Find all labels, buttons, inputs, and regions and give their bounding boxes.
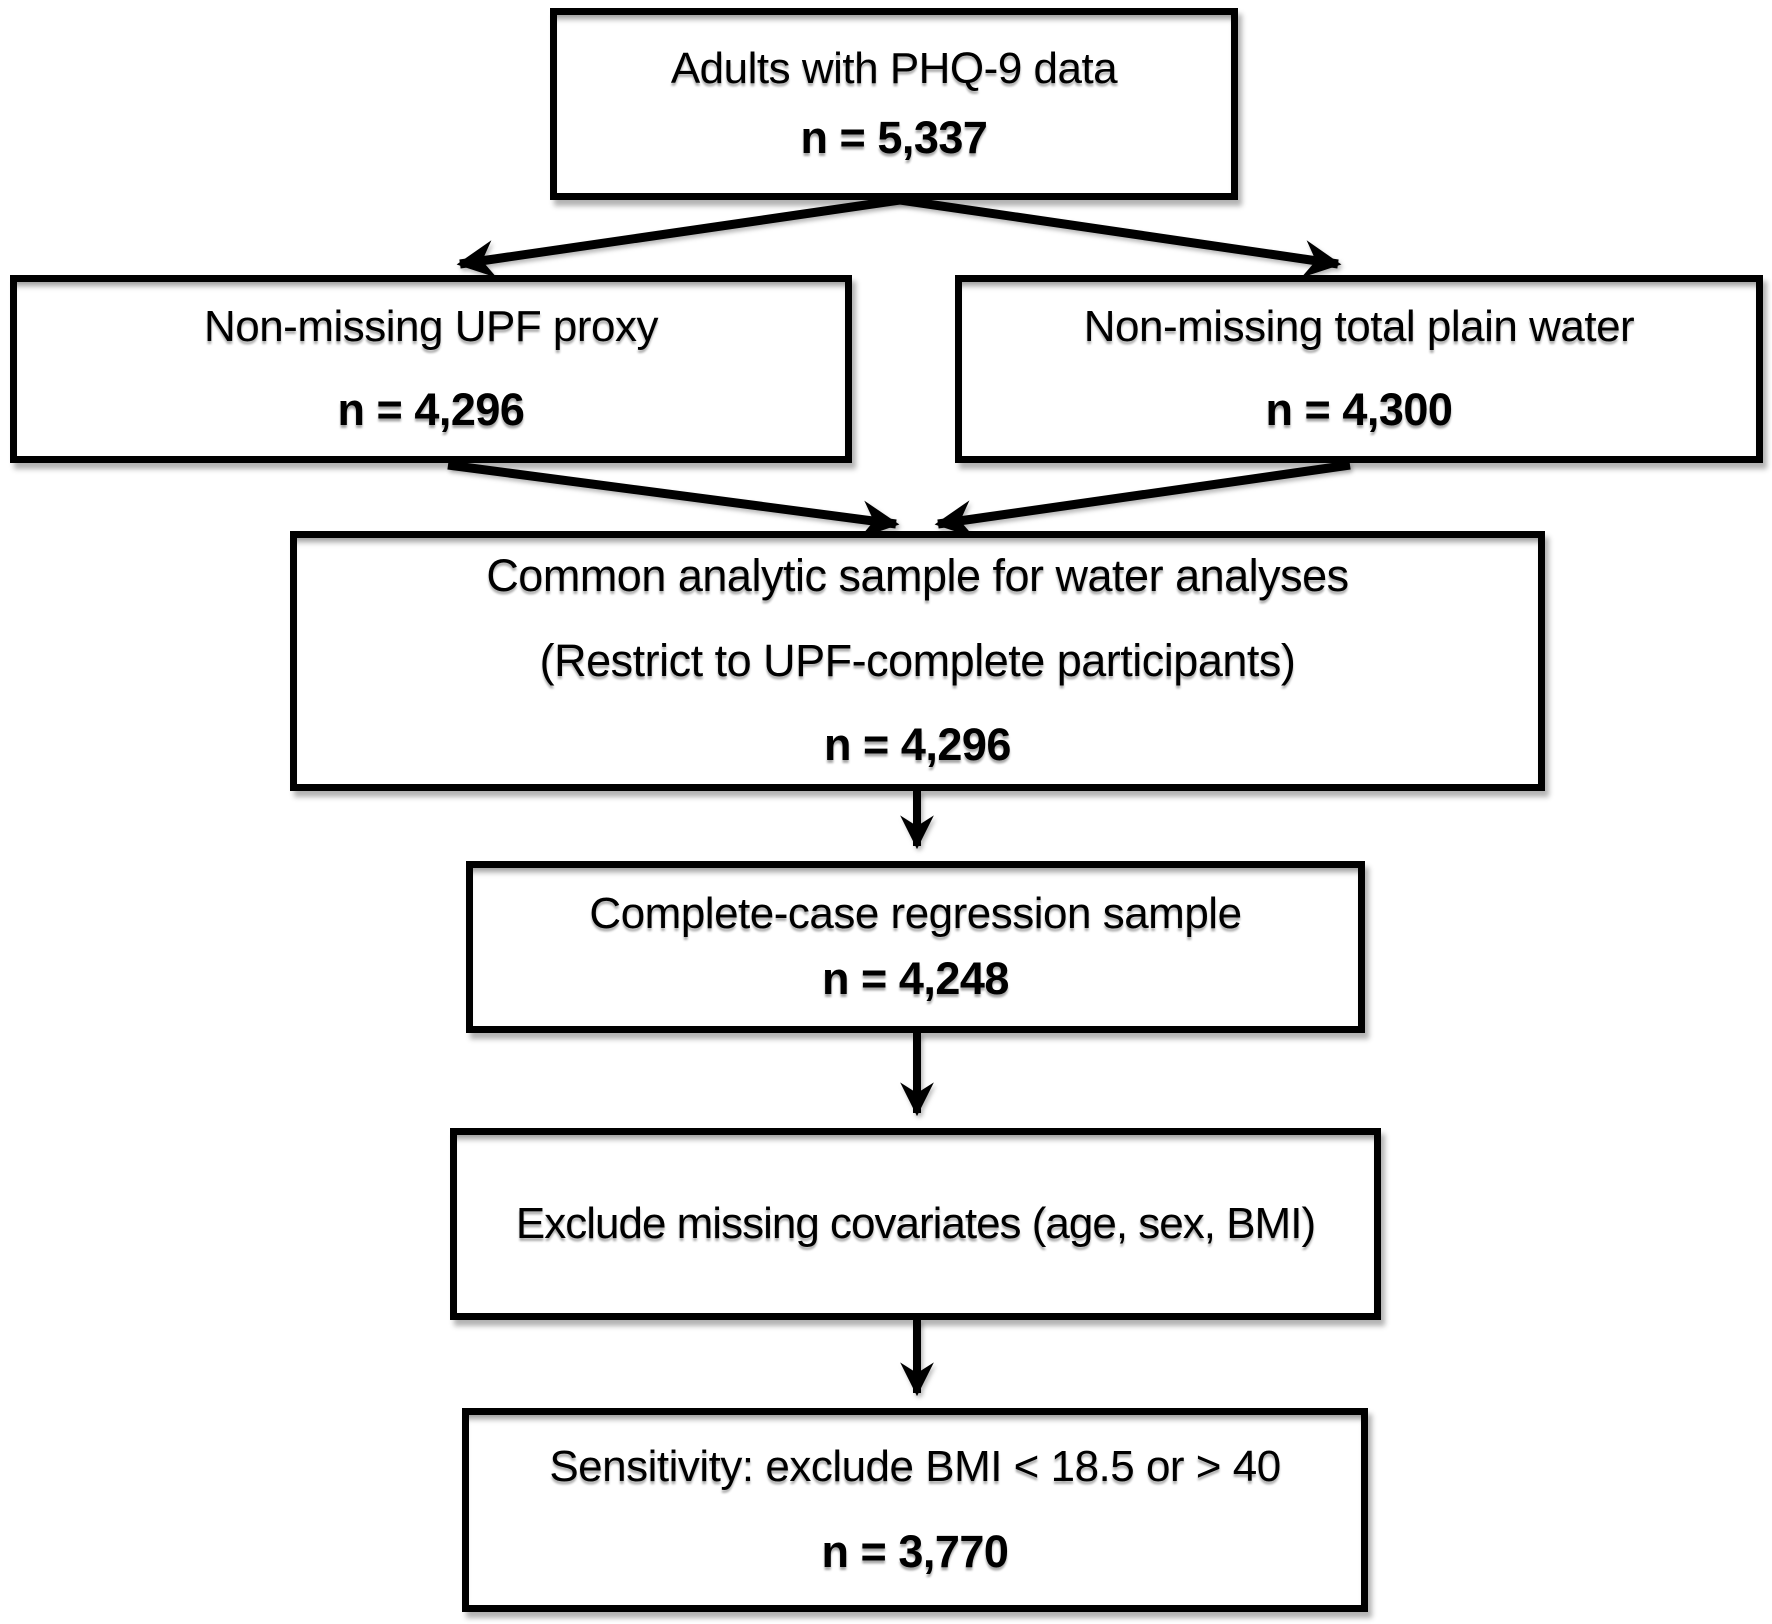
node-label: Adults with PHQ-9 data xyxy=(670,44,1118,94)
node-complete-case-regression: Complete-case regression sample n = 4,24… xyxy=(466,861,1365,1033)
node-adults-phq9: Adults with PHQ-9 data n = 5,337 xyxy=(550,8,1238,200)
node-count: n = 4,296 xyxy=(824,719,1011,771)
node-label: Non-missing total plain water xyxy=(1083,302,1635,352)
arrow-water-to-common xyxy=(934,460,1351,538)
arrow-top-to-water xyxy=(899,195,1342,278)
node-label: Exclude missing covariates (age, sex, BM… xyxy=(515,1199,1316,1249)
node-label: Common analytic sample for water analyse… xyxy=(486,550,1349,602)
node-nonmissing-plain-water: Non-missing total plain water n = 4,300 xyxy=(955,275,1763,463)
node-label: Complete-case regression sample xyxy=(589,889,1242,939)
arrow-top-to-upf xyxy=(456,195,901,278)
node-count: n = 4,296 xyxy=(337,384,525,436)
node-label: Non-missing UPF proxy xyxy=(203,302,659,352)
arrow-upf-to-common xyxy=(447,460,900,539)
node-count: n = 4,300 xyxy=(1265,384,1453,436)
node-sensitivity-bmi-exclusion: Sensitivity: exclude BMI < 18.5 or > 40 … xyxy=(462,1408,1368,1612)
node-sublabel: (Restrict to UPF-complete participants) xyxy=(539,634,1296,686)
node-count: n = 4,248 xyxy=(822,953,1009,1005)
node-nonmissing-upf-proxy: Non-missing UPF proxy n = 4,296 xyxy=(10,275,852,463)
node-common-analytic-sample: Common analytic sample for water analyse… xyxy=(290,531,1545,791)
node-count: n = 3,770 xyxy=(821,1526,1009,1578)
node-label: Sensitivity: exclude BMI < 18.5 or > 40 xyxy=(549,1442,1281,1492)
node-exclude-missing-covariates: Exclude missing covariates (age, sex, BM… xyxy=(450,1128,1381,1320)
node-count: n = 5,337 xyxy=(800,112,988,164)
